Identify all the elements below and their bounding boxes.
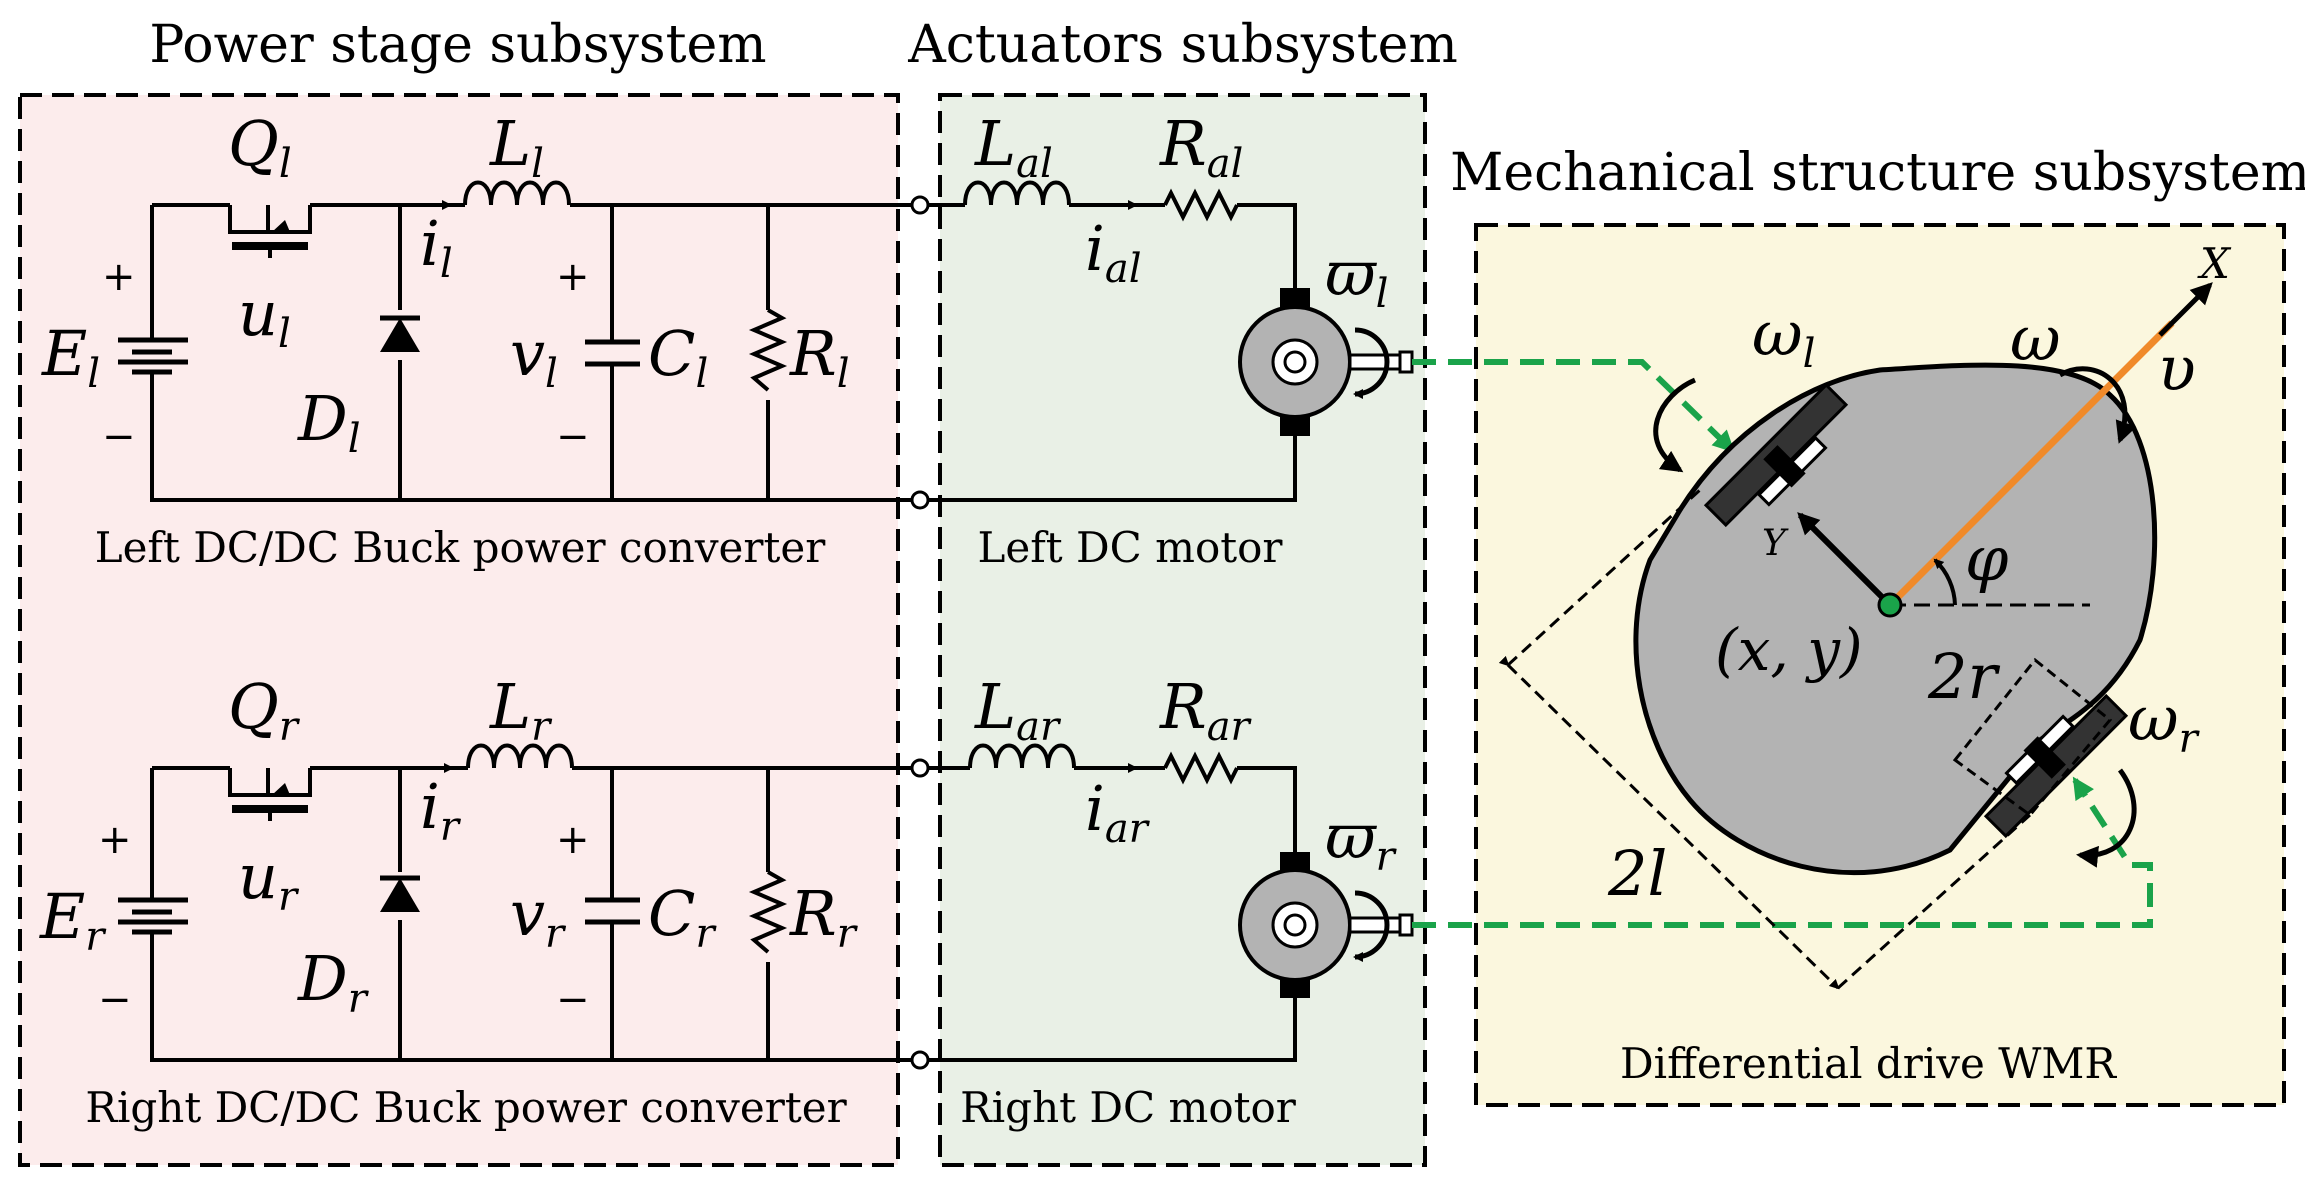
label-position: (x, y) xyxy=(1715,616,1863,684)
label-L-right: Lr xyxy=(489,670,553,750)
right-wheel xyxy=(1983,693,2129,839)
minus-v-left: − xyxy=(556,414,590,460)
actuators-panel xyxy=(938,93,1427,1167)
label-omega: ω xyxy=(2010,302,2061,375)
minus-v-right: − xyxy=(556,977,590,1023)
caption-right-converter: Right DC/DC Buck power converter xyxy=(85,1083,847,1132)
label-La-left: Lal xyxy=(974,107,1053,187)
label-u-right: ur xyxy=(238,840,300,920)
plus-v-left: + xyxy=(556,254,590,300)
label-E-left: El xyxy=(41,317,100,397)
right-buck-converter xyxy=(118,743,930,1070)
label-C-right: Cr xyxy=(648,877,717,957)
minus-E-left: − xyxy=(102,414,136,460)
label-v-left: vl xyxy=(510,317,558,397)
label-2l: 2l xyxy=(1607,837,1667,910)
minus-E-right: − xyxy=(98,977,132,1023)
right-motor-to-wheel-link xyxy=(1412,776,2153,928)
label-v: υ xyxy=(2158,332,2196,405)
label-i-right: ir xyxy=(420,770,462,850)
omega-l-arc-arrow xyxy=(1653,377,1697,473)
label-varpi-left: ϖl xyxy=(1325,237,1388,317)
left-buck-converter xyxy=(118,180,930,510)
caption-right-motor: Right DC motor xyxy=(960,1083,1297,1132)
label-Ra-left: Ral xyxy=(1159,107,1243,187)
label-ia-left: ial xyxy=(1085,212,1141,292)
label-Y: Y xyxy=(1762,523,1789,564)
omega-arc-arrow xyxy=(2058,366,2137,444)
label-X: X xyxy=(2197,239,2232,288)
label-R-left: Rl xyxy=(789,317,849,397)
label-omega-r: ωr xyxy=(2128,682,2201,762)
caption-left-motor: Left DC motor xyxy=(977,523,1283,572)
label-Ra-right: Rar xyxy=(1159,670,1253,750)
left-wheel xyxy=(1703,382,1849,528)
label-Q-left: Ql xyxy=(228,107,292,187)
label-L-left: Ll xyxy=(489,107,544,187)
label-varpi-right: ϖr xyxy=(1325,800,1398,880)
label-v-right: vr xyxy=(510,877,567,957)
plus-E-right: + xyxy=(98,817,132,863)
plus-E-left: + xyxy=(102,254,136,300)
label-D-right: Dr xyxy=(297,942,370,1022)
heading-angle-arc xyxy=(1933,558,1957,606)
label-omega-l: ωl xyxy=(1752,297,1815,377)
right-dc-motor-circuit xyxy=(928,743,1414,1062)
power-stage-header: Power stage subsystem xyxy=(149,15,766,75)
label-u-left: ul xyxy=(238,277,291,357)
center-point xyxy=(1877,592,1903,618)
left-motor-to-wheel-link xyxy=(1412,359,1735,453)
label-E-right: Er xyxy=(39,880,107,960)
label-Q-right: Qr xyxy=(228,670,301,750)
label-2r: 2r xyxy=(1927,640,2000,713)
power-stage-panel xyxy=(18,93,900,1167)
left-dc-motor-circuit xyxy=(928,180,1414,502)
label-La-right: Lar xyxy=(974,670,1062,750)
x-axis-arrow xyxy=(2158,282,2213,337)
caption-wmr: Differential drive WMR xyxy=(1620,1039,2117,1088)
label-C-left: Cl xyxy=(648,317,708,397)
velocity-vector xyxy=(1887,320,2175,608)
track-width-dim-line xyxy=(1498,655,1840,990)
wheel-diameter-box xyxy=(1952,657,2113,818)
actuators-header: Actuators subsystem xyxy=(907,15,1458,75)
mechanical-header: Mechanical structure subsystem xyxy=(1450,143,2305,203)
label-i-left: il xyxy=(420,207,453,287)
label-ia-right: iar xyxy=(1085,772,1151,852)
omega-r-arc-arrow xyxy=(2076,768,2137,868)
caption-left-converter: Left DC/DC Buck power converter xyxy=(95,523,827,572)
plus-v-right: + xyxy=(556,817,590,863)
label-D-left: Dl xyxy=(297,382,361,462)
label-R-right: Rr xyxy=(789,877,859,957)
label-phi: φ xyxy=(1965,522,2009,595)
y-axis-arrow xyxy=(1797,512,1893,608)
